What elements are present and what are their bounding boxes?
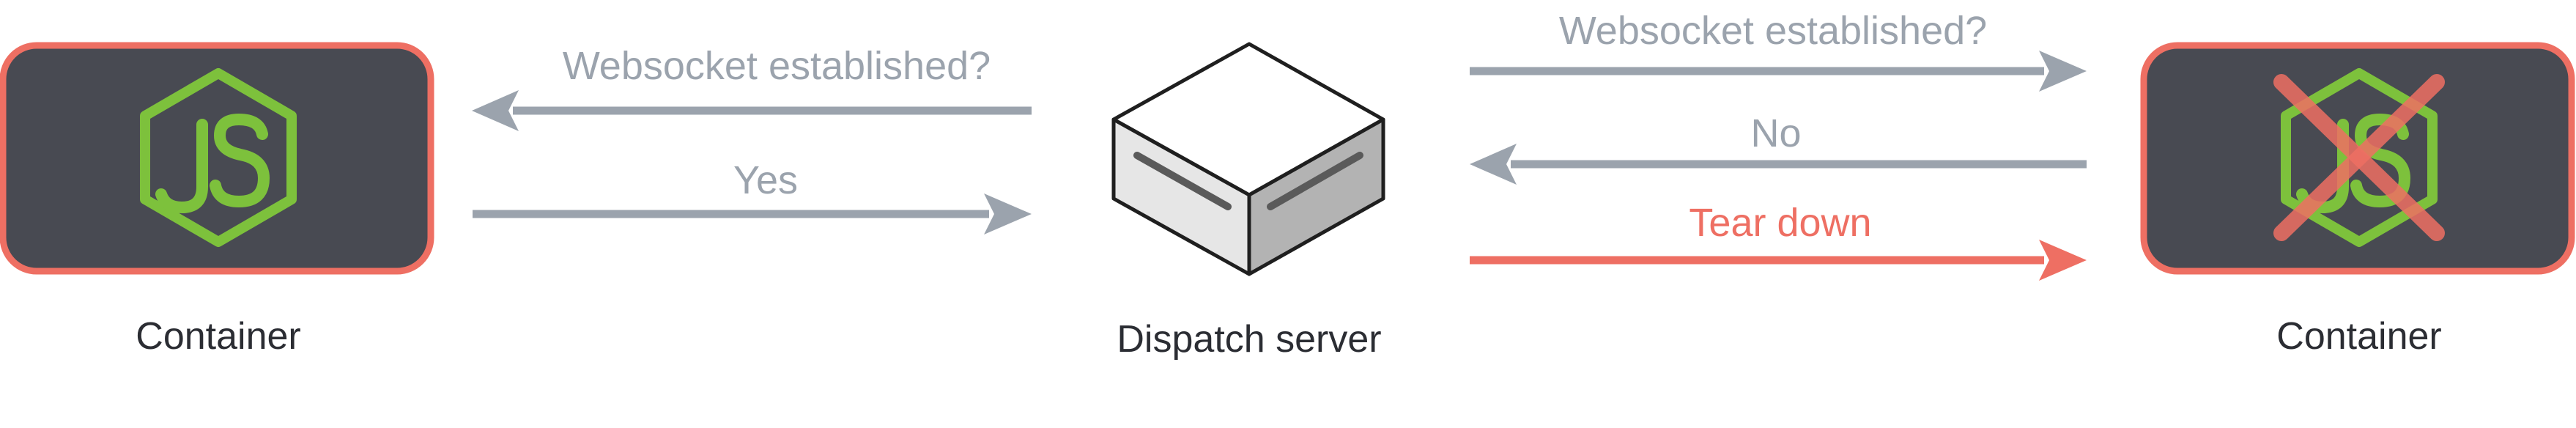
right-arrow-tear-down [1470,240,2087,281]
left-arrow-websocket-query [472,90,1032,131]
server-box-icon [1111,42,1385,276]
right-arrow-no [1470,144,2087,185]
left-arrow-yes [473,193,1032,235]
nodejs-logo-crossed-icon [2273,73,2445,242]
left-container-caption: Container [136,315,300,358]
right-container-caption: Container [2276,315,2441,358]
left-container [0,42,434,275]
right-arrow-websocket-query [1470,51,2087,92]
right-arrow-websocket-label: Websocket established? [1559,9,1987,53]
server-caption: Dispatch server [1117,318,1381,361]
right-arrow-tear-down-label: Tear down [1689,201,1871,245]
left-arrow-websocket-label: Websocket established? [563,44,991,88]
right-arrow-no-label: No [1750,111,1801,155]
left-arrow-yes-label: Yes [733,158,798,202]
left-container-box [0,42,434,275]
right-container [2140,42,2575,275]
